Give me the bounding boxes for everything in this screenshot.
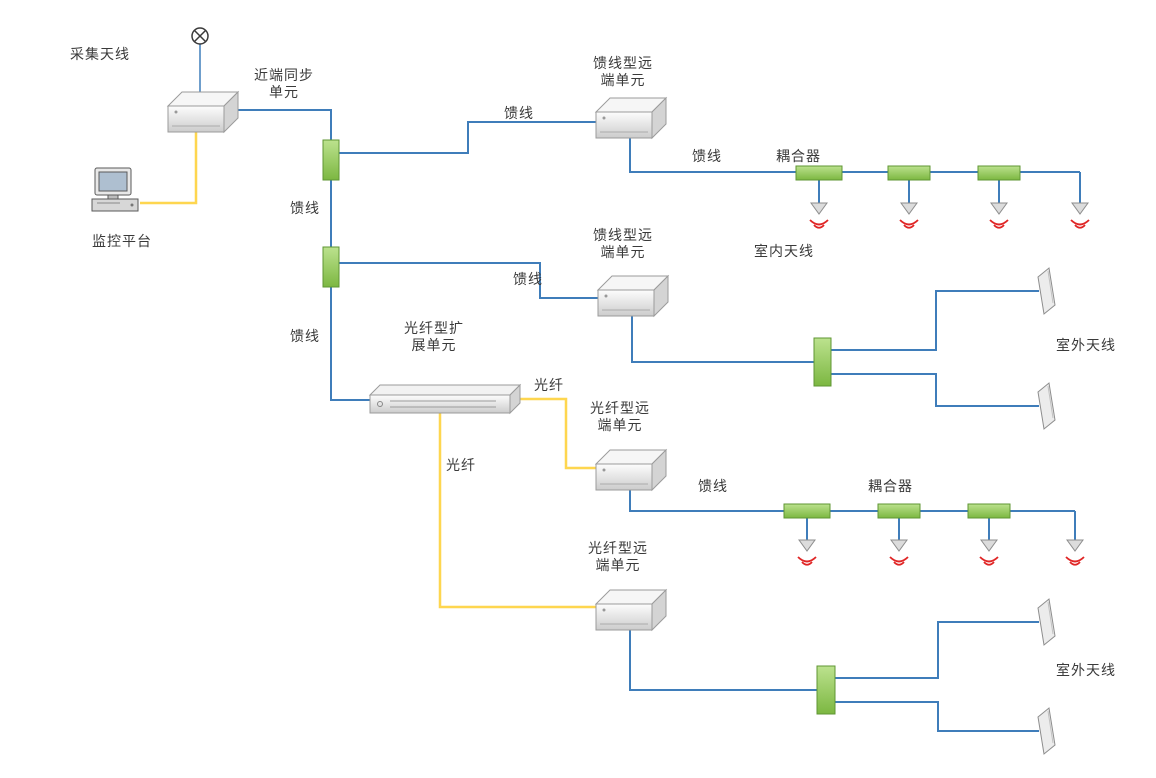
remote-unit-fiber-2-device xyxy=(595,589,667,631)
coupler-vertical-2 xyxy=(816,665,836,715)
label-fiber-1: 光纤 xyxy=(534,378,564,394)
label-remote-unit-fiber-2: 光纤型远 端单元 xyxy=(588,541,648,574)
label-feeder-2: 馈线 xyxy=(692,149,722,165)
line-expansion-to-remote-fiber2 xyxy=(438,413,596,609)
line-remote-fiber1-bus xyxy=(629,490,1075,512)
line-near-end-to-monitor xyxy=(140,132,198,205)
outdoor-antenna-icon xyxy=(1037,707,1056,755)
indoor-antenna-icon xyxy=(899,202,919,229)
indoor-antenna-icon xyxy=(1070,202,1090,229)
line-vcoupler1-to-outdoor2 xyxy=(831,373,1039,407)
monitor-computer-icon xyxy=(91,167,139,212)
label-remote-unit-feeder-2: 馈线型远 端单元 xyxy=(593,228,653,261)
label-indoor-antenna: 室内天线 xyxy=(754,244,814,260)
label-coupler-1: 耦合器 xyxy=(776,149,821,165)
label-collect-antenna: 采集天线 xyxy=(70,47,130,63)
remote-unit-feeder-2-device xyxy=(597,275,669,317)
line-remote-fiber2-to-vcoupler2 xyxy=(629,630,817,691)
fiber-expansion-unit-device xyxy=(369,384,521,414)
indoor-antenna-icon xyxy=(809,202,829,229)
coupler-top-3 xyxy=(977,165,1021,181)
line-splitter2-to-remote-feeder2 xyxy=(339,262,598,299)
coupler-top-2 xyxy=(887,165,931,181)
remote-unit-feeder-1-device xyxy=(595,97,667,139)
label-fiber-2: 光纤 xyxy=(446,458,476,474)
label-remote-unit-fiber-1: 光纤型远 端单元 xyxy=(590,401,650,434)
label-feeder-6: 馈线 xyxy=(698,479,728,495)
label-outdoor-antenna-2: 室外天线 xyxy=(1056,663,1116,679)
indoor-antenna-icon xyxy=(979,539,999,566)
line-vcoupler2-to-outdoor4 xyxy=(835,701,1039,732)
coupler-low-2 xyxy=(877,503,921,519)
line-splitter2-to-expansion xyxy=(330,287,372,401)
coupler-low-3 xyxy=(967,503,1011,519)
line-near-end-to-splitter1 xyxy=(236,109,332,140)
coupler-vertical-1 xyxy=(813,337,832,387)
line-vcoupler1-to-outdoor1 xyxy=(831,290,1039,351)
splitter-2 xyxy=(322,246,340,288)
fiber-connection-lines xyxy=(140,132,596,609)
indoor-antenna-icon xyxy=(989,202,1009,229)
feeder-connection-lines xyxy=(236,109,1081,732)
label-outdoor-antenna-1: 室外天线 xyxy=(1056,338,1116,354)
splitter-1 xyxy=(322,139,340,181)
label-fiber-expansion-unit: 光纤型扩 展单元 xyxy=(404,321,464,354)
outdoor-antenna-icon xyxy=(1037,382,1056,430)
label-feeder-3: 馈线 xyxy=(290,201,320,217)
label-feeder-5: 馈线 xyxy=(290,329,320,345)
line-expansion-to-remote-fiber1 xyxy=(520,397,596,470)
label-coupler-2: 耦合器 xyxy=(868,479,913,495)
coupler-top-1 xyxy=(795,165,843,181)
outdoor-antenna-icon xyxy=(1037,267,1056,315)
near-end-sync-unit-device xyxy=(167,91,239,133)
indoor-antenna-icon xyxy=(889,539,909,566)
coupler-low-1 xyxy=(783,503,831,519)
couplers xyxy=(322,139,1021,715)
outdoor-antenna-icon xyxy=(1037,598,1056,646)
indoor-antenna-icon xyxy=(797,539,817,566)
label-remote-unit-feeder-1: 馈线型远 端单元 xyxy=(593,56,653,89)
line-remote-feeder2-to-vcoupler1 xyxy=(631,316,814,363)
indoor-antenna-icon xyxy=(1065,539,1085,566)
label-near-end-sync-unit: 近端同步 单元 xyxy=(254,68,314,101)
label-feeder-1: 馈线 xyxy=(504,106,534,122)
line-vcoupler2-to-outdoor3 xyxy=(835,621,1039,679)
remote-unit-fiber-1-device xyxy=(595,449,667,491)
label-feeder-4: 馈线 xyxy=(513,272,543,288)
collect-antenna-icon xyxy=(191,27,209,45)
label-monitor-platform: 监控平台 xyxy=(92,234,152,250)
line-splitter1-to-remote-feeder1 xyxy=(339,121,596,154)
